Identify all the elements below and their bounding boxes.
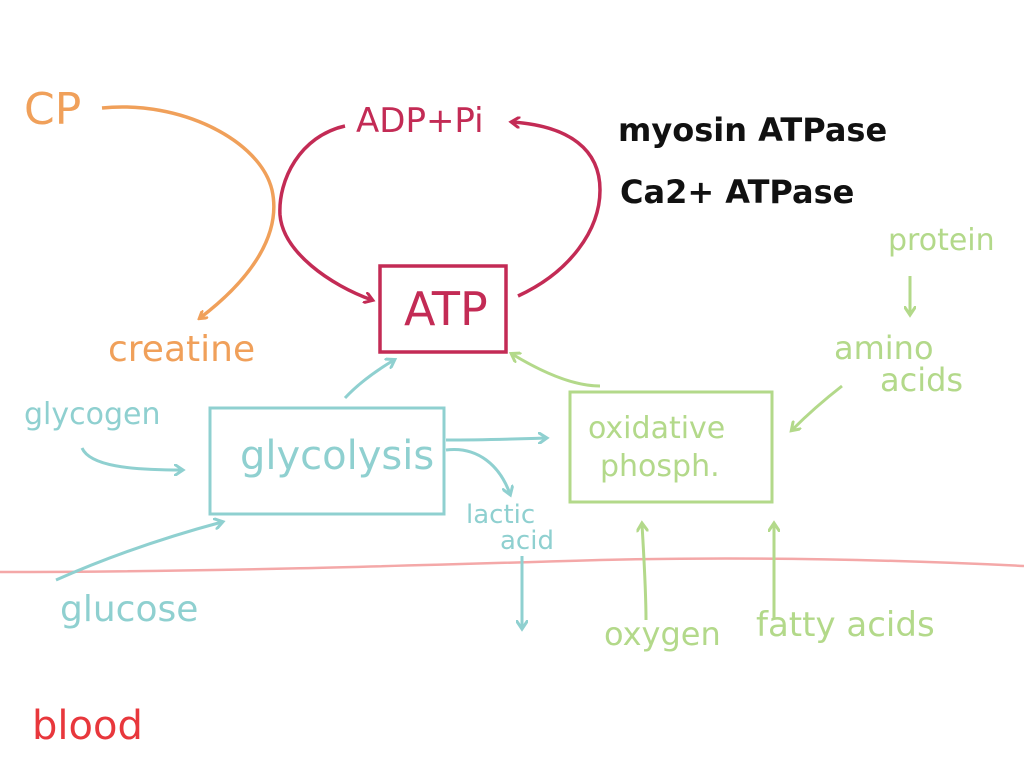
label-amino: amino <box>834 329 934 367</box>
blood-boundary-line <box>0 557 1024 574</box>
arrow-oxygen-to-oxidative <box>642 524 646 621</box>
label-adp-pi: ADP+Pi <box>356 101 484 141</box>
label-glycolysis: glycolysis <box>240 433 435 479</box>
arrow-glycogen-to-glycolysis <box>80 447 182 470</box>
atp-box <box>378 264 508 354</box>
glycolysis-box <box>208 406 446 516</box>
arrow-glycolysis-to-atp <box>343 360 394 400</box>
label-lactic-acid-line2: acid <box>500 526 554 556</box>
label-creatine: creatine <box>108 329 256 370</box>
label-ca-atpase: Ca2+ ATPase <box>620 173 855 211</box>
label-acids: acids <box>880 361 964 399</box>
label-fatty-acids: fatty acids <box>756 605 935 645</box>
label-lactic: lactic <box>466 500 536 530</box>
label-oxidative: oxidative <box>588 411 726 446</box>
label-phosph: phosph. <box>600 449 720 484</box>
arrow-oxidative-to-atp <box>512 354 601 388</box>
arrow-amino-to-oxidative <box>792 384 843 430</box>
label-atp: ATP <box>404 282 488 336</box>
label-oxygen: oxygen <box>604 615 721 653</box>
label-myosin-atpase: myosin ATPase <box>618 111 888 149</box>
arrow-glycolysis-to-oxidative <box>445 438 546 440</box>
label-glucose: glucose <box>60 589 199 630</box>
label-glycogen: glycogen <box>24 397 161 432</box>
arrow-cp-to-creatine <box>101 105 276 318</box>
label-cp: CP <box>24 84 82 135</box>
arrow-glycolysis-to-lactic <box>445 448 510 494</box>
arrow-glucose-to-glycolysis <box>55 522 222 582</box>
oxidative-box <box>568 390 774 504</box>
label-blood: blood <box>32 703 143 749</box>
arrow-adp-to-atp <box>278 124 372 300</box>
arrow-atp-to-adp <box>512 122 602 298</box>
label-protein: protein <box>888 223 995 258</box>
